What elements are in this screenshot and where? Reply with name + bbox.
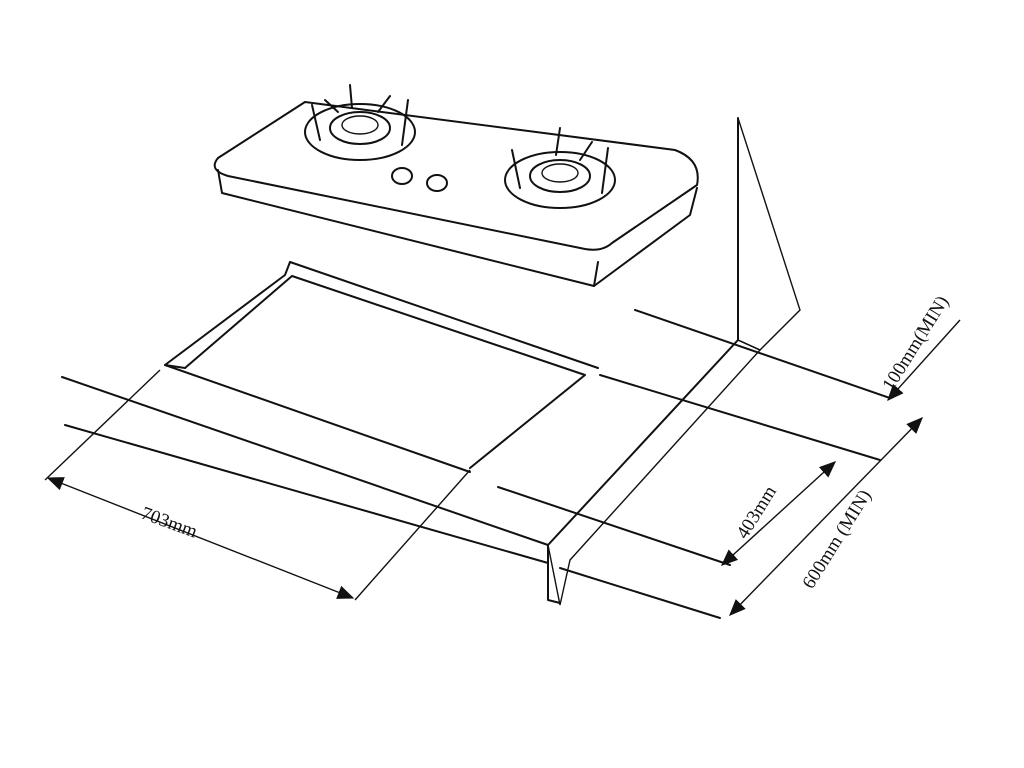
control-knobs <box>391 167 448 192</box>
gas-cooktop <box>213 84 699 287</box>
dimension-label-counter-depth: 600mm (MIN) <box>798 486 875 592</box>
burner-right <box>504 127 616 209</box>
dimension-703: 703mm <box>44 369 471 601</box>
countertop <box>61 261 891 619</box>
dimension-label-width: 703mm <box>138 503 200 543</box>
wall <box>547 117 801 606</box>
burner-left <box>304 84 416 161</box>
dimension-label-wall-clearance: 100mm(MIN) <box>878 292 953 394</box>
dimension-100: 100mm(MIN) <box>878 292 961 402</box>
